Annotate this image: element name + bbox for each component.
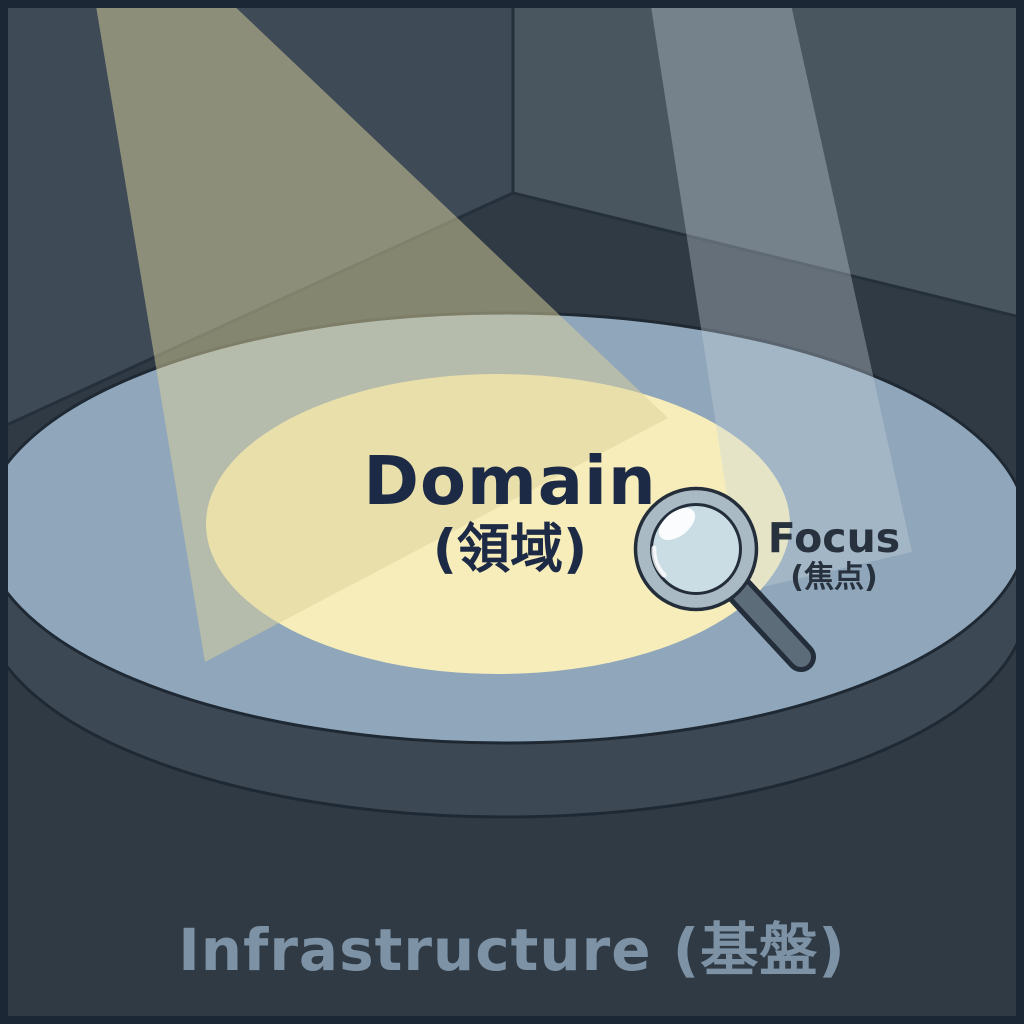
domain-label-en: Domain	[363, 442, 657, 520]
corner-edge-right	[512, 191, 1024, 320]
spotlight-beam-right	[650, 0, 912, 592]
focus-label-jp: (焦点)	[790, 560, 878, 595]
focus-label-en: Focus	[767, 514, 901, 562]
magnifier-lens-glint	[651, 545, 667, 578]
spotlight-beam-left	[95, 0, 668, 662]
right-wall	[513, 0, 1024, 318]
magnifier-rim-outer-line	[633, 486, 759, 612]
magnifier-handle	[730, 581, 811, 667]
magnifier-lens	[650, 503, 742, 595]
infrastructure-label: Infrastructure (基盤)	[178, 916, 846, 984]
domain-label-jp: (領域)	[432, 519, 588, 580]
focus-label: Focus (焦点)	[768, 518, 900, 593]
domain-label: Domain (領域)	[363, 442, 657, 580]
magnifier-rim	[636, 489, 756, 609]
magnifier-lens-highlight	[658, 507, 696, 541]
magnifier-icon	[633, 486, 816, 672]
